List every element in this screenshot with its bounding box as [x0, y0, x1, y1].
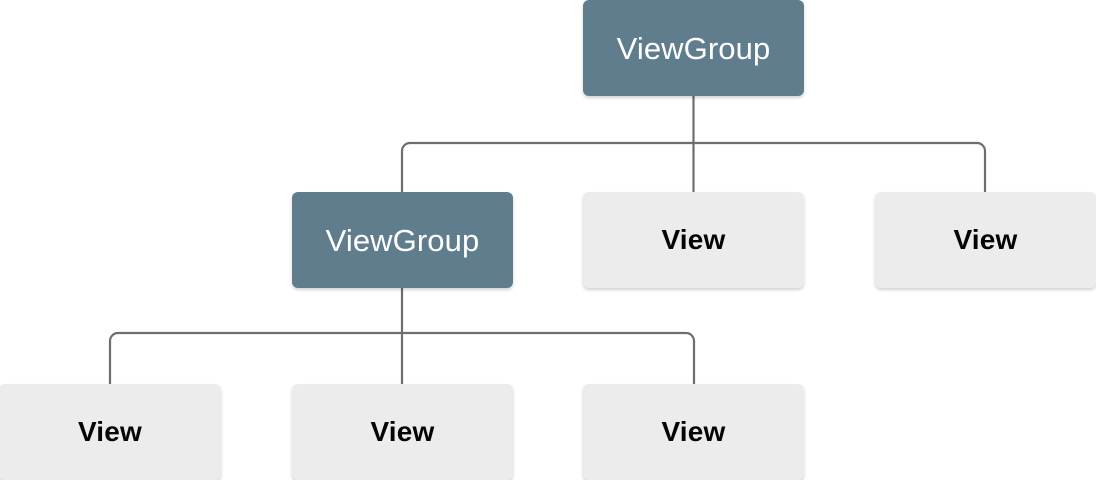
node-view-level3-1[interactable]: View	[0, 384, 221, 480]
node-label: View	[370, 416, 435, 447]
node-view-level2-1[interactable]: View	[583, 192, 804, 288]
node-label: View	[661, 224, 726, 255]
node-viewgroup-root[interactable]: ViewGroup	[583, 0, 804, 96]
edge-viewgroup-to-view-1	[108, 331, 402, 384]
node-view-level2-2[interactable]: View	[875, 192, 1096, 288]
node-view-level3-2[interactable]: View	[292, 384, 513, 480]
node-viewgroup-level2[interactable]: ViewGroup	[292, 192, 513, 288]
edge-root-to-view-2	[693, 141, 987, 192]
node-label: ViewGroup	[325, 222, 480, 258]
node-view-level3-3[interactable]: View	[583, 384, 804, 480]
node-label: View	[661, 416, 726, 447]
node-label: View	[77, 416, 143, 447]
node-label: View	[953, 224, 1018, 255]
edge-root-to-viewgroup	[400, 141, 694, 192]
edge-viewgroup-to-view-3	[402, 331, 696, 384]
node-label: ViewGroup	[616, 30, 771, 66]
